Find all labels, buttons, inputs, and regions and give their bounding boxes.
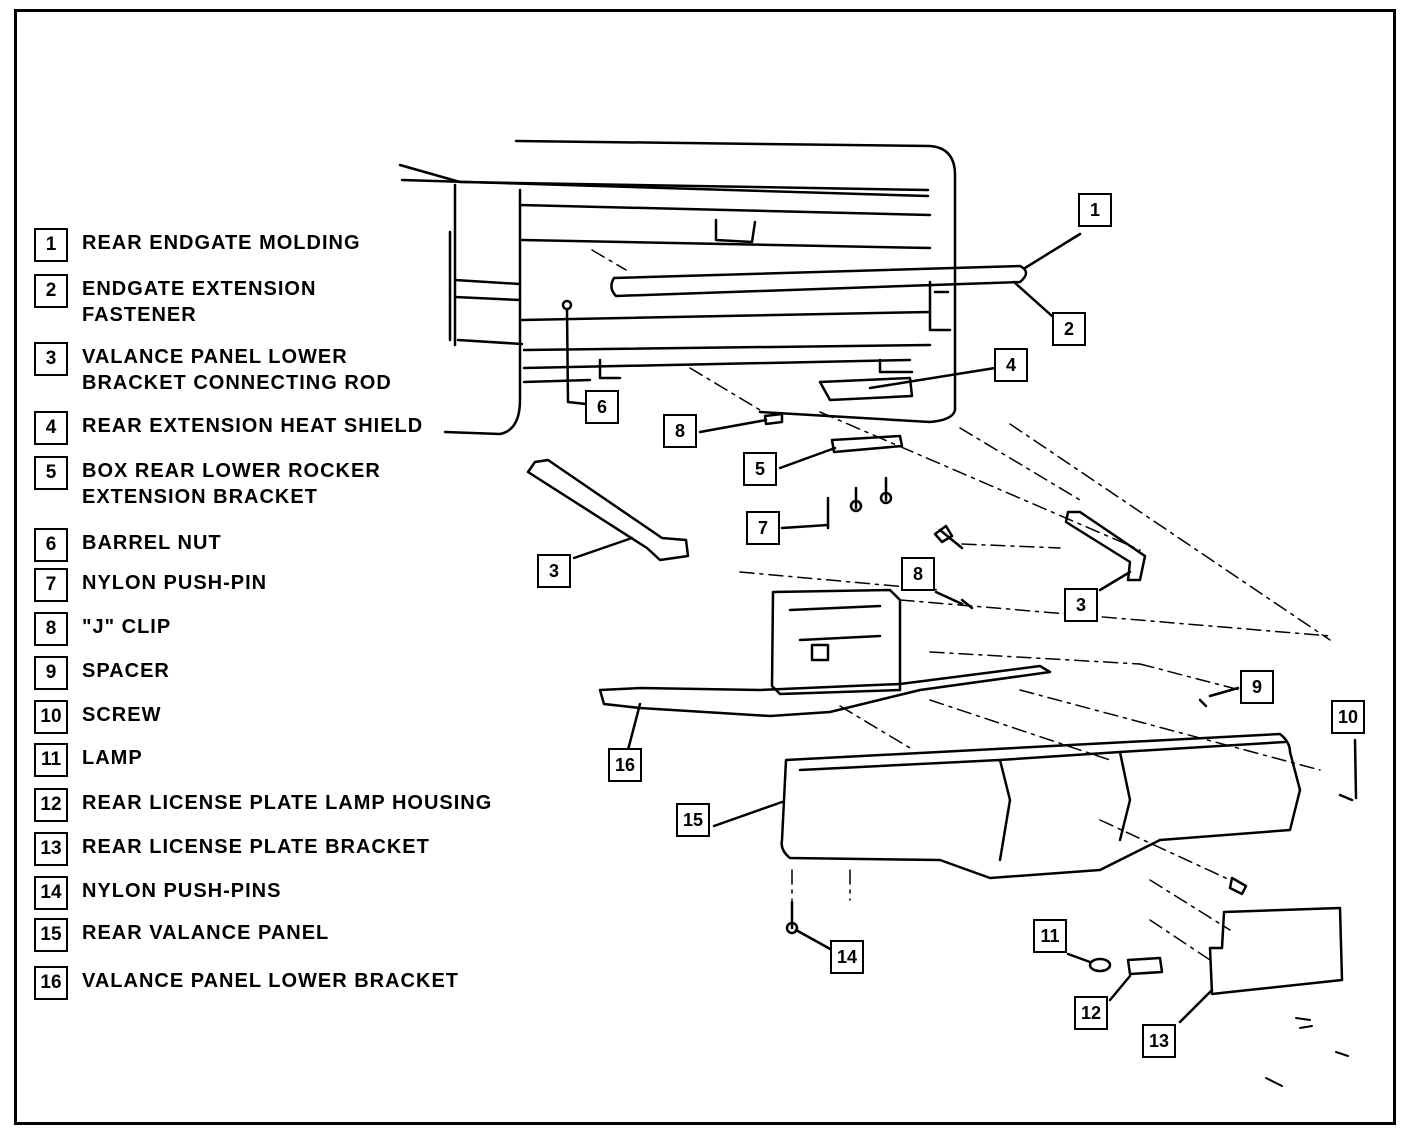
legend-label: NYLON PUSH-PINS xyxy=(82,880,281,907)
legend-number: 5 xyxy=(34,456,68,490)
j-clip-lower-part xyxy=(934,590,974,610)
legend-number: 1 xyxy=(34,228,68,262)
legend-line: REAR EXTENSION HEAT SHIELD xyxy=(82,415,424,437)
legend-label: REAR VALANCE PANEL xyxy=(82,922,329,949)
legend-number: 3 xyxy=(34,342,68,376)
spacer-part xyxy=(1198,686,1240,708)
legend-label: BOX REAR LOWER ROCKER EXTENSION BRACKET xyxy=(82,460,381,513)
legend-line: BRACKET CONNECTING ROD xyxy=(82,372,392,394)
endgate-body xyxy=(398,139,957,436)
push-pin-lower xyxy=(785,900,834,952)
legend-line: REAR LICENSE PLATE BRACKET xyxy=(82,836,430,858)
callout-10: 10 xyxy=(1331,700,1365,734)
legend-line: REAR LICENSE PLATE LAMP HOUSING xyxy=(82,792,493,814)
callout-11: 11 xyxy=(1033,919,1067,953)
callout-16: 16 xyxy=(608,748,642,782)
legend-line: REAR VALANCE PANEL xyxy=(82,922,330,944)
legend-label: "J" CLIP xyxy=(82,616,171,643)
callout-15: 15 xyxy=(676,803,710,837)
legend-line: VALANCE PANEL LOWER BRACKET xyxy=(82,970,459,992)
lower-bracket-part xyxy=(598,588,1052,752)
legend-label: ENDGATE EXTENSION FASTENER xyxy=(82,278,316,331)
scatter-marks xyxy=(1265,1017,1349,1087)
legend-line: NYLON PUSH-PINS xyxy=(82,880,282,902)
legend-line: SCREW xyxy=(82,704,162,726)
connecting-rod-left xyxy=(526,458,690,562)
legend-number: 2 xyxy=(34,274,68,308)
legend-label: VALANCE PANEL LOWER BRACKET CONNECTING RO… xyxy=(82,346,392,399)
rocker-bracket-part xyxy=(778,434,904,470)
legend-number: 11 xyxy=(34,743,68,777)
callout-5: 5 xyxy=(743,452,777,486)
legend-label: LAMP xyxy=(82,747,143,774)
callout-4: 4 xyxy=(994,348,1028,382)
callout-8-top: 8 xyxy=(663,414,697,448)
legend-line: REAR ENDGATE MOLDING xyxy=(82,232,361,254)
legend-number: 15 xyxy=(34,918,68,952)
legend-number: 7 xyxy=(34,568,68,602)
lamp-part xyxy=(1066,952,1164,1002)
callout-3-right: 3 xyxy=(1064,588,1098,622)
legend-number: 13 xyxy=(34,832,68,866)
screw-part xyxy=(1338,738,1358,802)
legend-line: NYLON PUSH-PIN xyxy=(82,572,268,594)
legend-line: FASTENER xyxy=(82,304,197,326)
legend-label: REAR LICENSE PLATE LAMP HOUSING xyxy=(82,792,492,819)
legend-number: 10 xyxy=(34,700,68,734)
bolt-part xyxy=(933,524,964,550)
heat-shield-part xyxy=(818,366,997,402)
legend-label: VALANCE PANEL LOWER BRACKET xyxy=(82,970,459,997)
callout-1: 1 xyxy=(1078,193,1112,227)
diagram-frame xyxy=(14,9,1396,1125)
barrel-nut-part xyxy=(561,299,588,406)
legend-number: 14 xyxy=(34,876,68,910)
legend-line: BARREL NUT xyxy=(82,532,222,554)
callout-2: 2 xyxy=(1052,312,1086,346)
callout-14: 14 xyxy=(830,940,864,974)
legend-label: SPACER xyxy=(82,660,170,687)
callout-6: 6 xyxy=(585,390,619,424)
callout-13: 13 xyxy=(1142,1024,1176,1058)
legend-number: 4 xyxy=(34,411,68,445)
legend-line: BOX REAR LOWER ROCKER xyxy=(82,460,381,482)
legend-number: 12 xyxy=(34,788,68,822)
legend-label: REAR EXTENSION HEAT SHIELD xyxy=(82,415,423,442)
legend-number: 16 xyxy=(34,966,68,1000)
legend-label: REAR ENDGATE MOLDING xyxy=(82,232,361,259)
legend-line: SPACER xyxy=(82,660,170,682)
callout-12: 12 xyxy=(1074,996,1108,1030)
j-clip-part xyxy=(698,412,784,434)
legend-line: ENDGATE EXTENSION xyxy=(82,278,317,300)
legend-line: LAMP xyxy=(82,747,143,769)
callout-7: 7 xyxy=(746,511,780,545)
legend-label: BARREL NUT xyxy=(82,532,222,559)
legend-number: 6 xyxy=(34,528,68,562)
legend-line: VALANCE PANEL LOWER xyxy=(82,346,348,368)
license-bracket-part xyxy=(1178,876,1344,1024)
legend-line: "J" CLIP xyxy=(82,616,172,638)
callout-3-left: 3 xyxy=(537,554,571,588)
endgate-molding xyxy=(610,232,1082,318)
legend-number: 9 xyxy=(34,656,68,690)
legend-label: SCREW xyxy=(82,704,161,731)
push-pins-part xyxy=(780,476,893,530)
legend-label: NYLON PUSH-PIN xyxy=(82,572,267,599)
legend-label: REAR LICENSE PLATE BRACKET xyxy=(82,836,430,863)
legend-line: EXTENSION BRACKET xyxy=(82,486,318,508)
callout-8-lower: 8 xyxy=(901,557,935,591)
connecting-rod-right xyxy=(1064,510,1147,592)
valance-panel-part xyxy=(712,732,1302,880)
legend-number: 8 xyxy=(34,612,68,646)
callout-9: 9 xyxy=(1240,670,1274,704)
explosion-lines xyxy=(591,249,1331,961)
